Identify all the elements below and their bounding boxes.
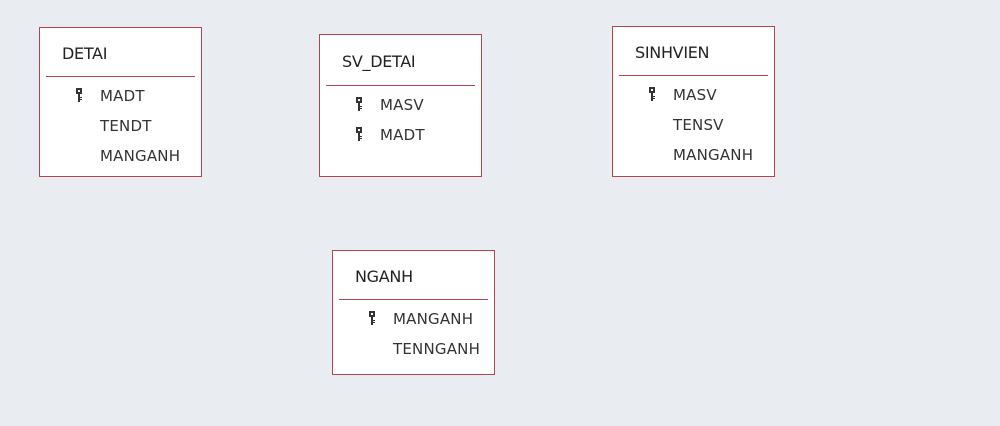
field-name: MANGANH bbox=[393, 310, 474, 328]
divider bbox=[619, 75, 768, 76]
field-name: TENDT bbox=[100, 117, 152, 135]
field-row[interactable]: MANGANH bbox=[40, 141, 201, 171]
field-name: MASV bbox=[380, 96, 424, 114]
table-detai[interactable]: DETAI MADT TENDT MANGANH bbox=[39, 27, 202, 177]
table-sinhvien[interactable]: SINHVIEN MASV TENSV MANGANH bbox=[612, 26, 775, 177]
table-sv-detai[interactable]: SV_DETAI MASV MADT bbox=[319, 34, 482, 177]
table-nganh[interactable]: NGANH MANGANH TENNGANH bbox=[332, 250, 495, 375]
field-row[interactable]: MADT bbox=[320, 120, 481, 150]
field-name: TENSV bbox=[673, 116, 724, 134]
field-name: TENNGANH bbox=[393, 340, 481, 358]
table-title: NGANH bbox=[355, 267, 413, 286]
field-name: MADT bbox=[380, 126, 425, 144]
key-icon bbox=[356, 97, 362, 111]
field-row[interactable]: MADT bbox=[40, 81, 201, 111]
field-row[interactable]: MANGANH bbox=[613, 140, 774, 170]
field-row[interactable]: TENDT bbox=[40, 111, 201, 141]
field-name: MASV bbox=[673, 86, 717, 104]
divider bbox=[46, 76, 195, 77]
key-icon bbox=[369, 311, 375, 325]
key-icon bbox=[356, 127, 362, 141]
table-title: SINHVIEN bbox=[635, 43, 710, 62]
field-name: MANGANH bbox=[100, 147, 181, 165]
field-name: MADT bbox=[100, 87, 145, 105]
field-row[interactable]: MASV bbox=[613, 80, 774, 110]
divider bbox=[339, 299, 488, 300]
field-name: MANGANH bbox=[673, 146, 754, 164]
key-icon bbox=[649, 87, 655, 101]
field-row[interactable]: MANGANH bbox=[333, 304, 494, 334]
table-title: SV_DETAI bbox=[342, 52, 416, 71]
field-row[interactable]: MASV bbox=[320, 90, 481, 120]
field-row[interactable]: TENNGANH bbox=[333, 334, 494, 364]
field-row[interactable]: TENSV bbox=[613, 110, 774, 140]
divider bbox=[326, 85, 475, 86]
key-icon bbox=[76, 88, 82, 102]
table-title: DETAI bbox=[62, 44, 108, 63]
